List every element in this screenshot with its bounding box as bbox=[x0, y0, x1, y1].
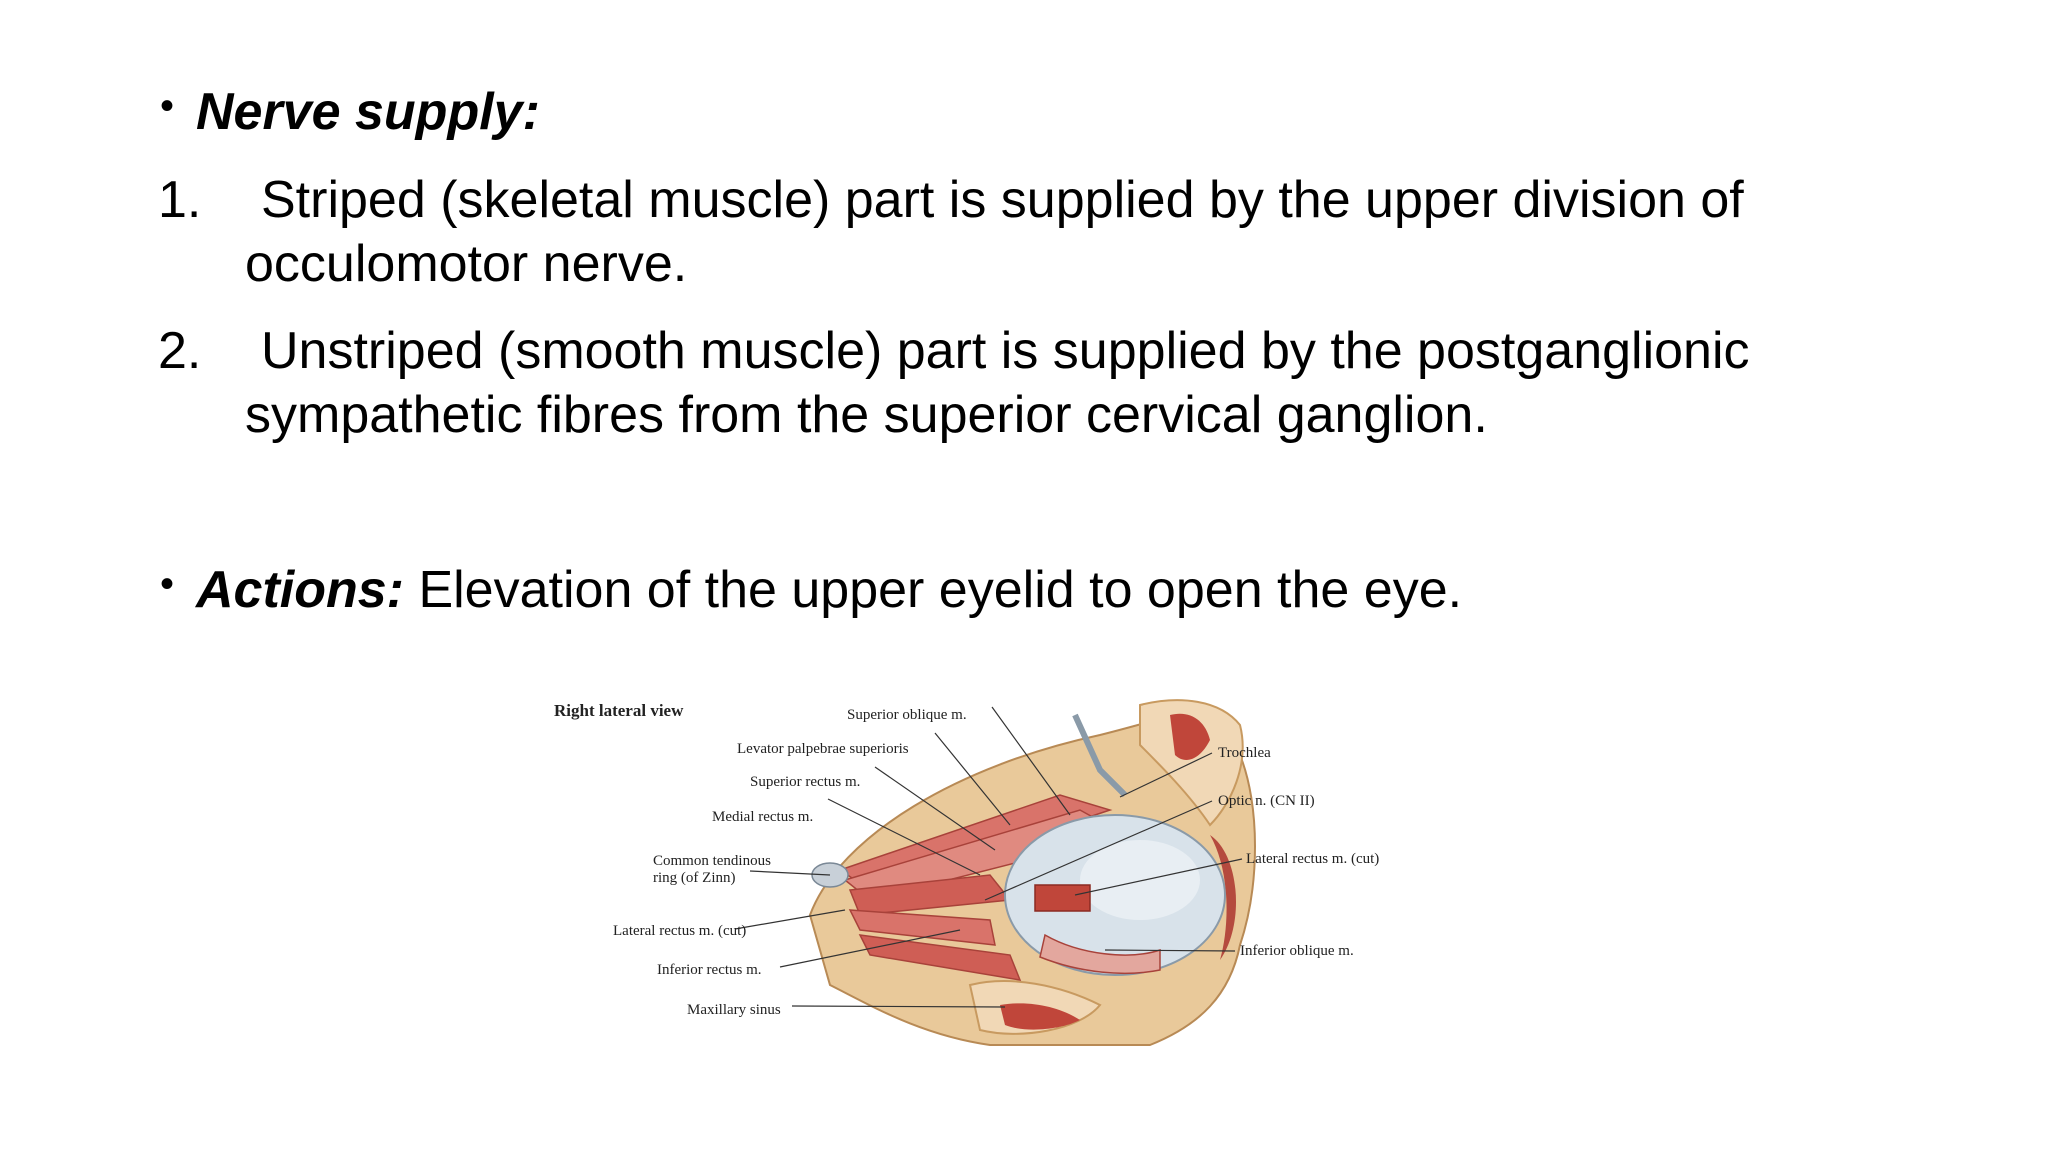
label-superior-oblique: Superior oblique m. bbox=[847, 707, 967, 723]
actions-line: Actions: Elevation of the upper eyelid t… bbox=[196, 558, 1462, 622]
label-optic-nerve: Optic n. (CN II) bbox=[1218, 793, 1315, 809]
label-superior-rectus: Superior rectus m. bbox=[750, 774, 860, 790]
label-lateral-rectus-left: Lateral rectus m. (cut) bbox=[613, 923, 746, 939]
orbit-anatomy-figure: Right lateral view Superior oblique m. L… bbox=[540, 685, 1420, 1055]
label-trochlea: Trochlea bbox=[1218, 745, 1271, 761]
label-inferior-oblique: Inferior oblique m. bbox=[1240, 943, 1354, 959]
list-number: 1. bbox=[158, 171, 202, 229]
label-levator: Levator palpebrae superioris bbox=[737, 741, 909, 757]
list-item: Striped (skeletal muscle) part is suppli… bbox=[245, 171, 1744, 293]
nerve-supply-heading: Nerve supply: bbox=[196, 83, 540, 141]
orbit-illustration: Right lateral view Superior oblique m. L… bbox=[554, 699, 1379, 1046]
list-item: Unstriped (smooth muscle) part is suppli… bbox=[245, 322, 1750, 444]
figure-view-label: Right lateral view bbox=[554, 701, 684, 720]
label-common-ring-2: ring (of Zinn) bbox=[653, 870, 735, 886]
actions-text: Elevation of the upper eyelid to open th… bbox=[404, 561, 1463, 619]
label-inferior-rectus: Inferior rectus m. bbox=[657, 962, 762, 978]
label-medial-rectus: Medial rectus m. bbox=[712, 809, 813, 825]
label-maxillary-sinus: Maxillary sinus bbox=[687, 1002, 781, 1018]
label-lateral-rectus-right: Lateral rectus m. (cut) bbox=[1246, 851, 1379, 867]
label-common-ring-1: Common tendinous bbox=[653, 853, 771, 869]
actions-heading: Actions: bbox=[196, 561, 404, 619]
bullet-dot: • bbox=[160, 84, 175, 128]
bullet-dot: • bbox=[160, 562, 175, 606]
list-number: 2. bbox=[158, 322, 202, 380]
